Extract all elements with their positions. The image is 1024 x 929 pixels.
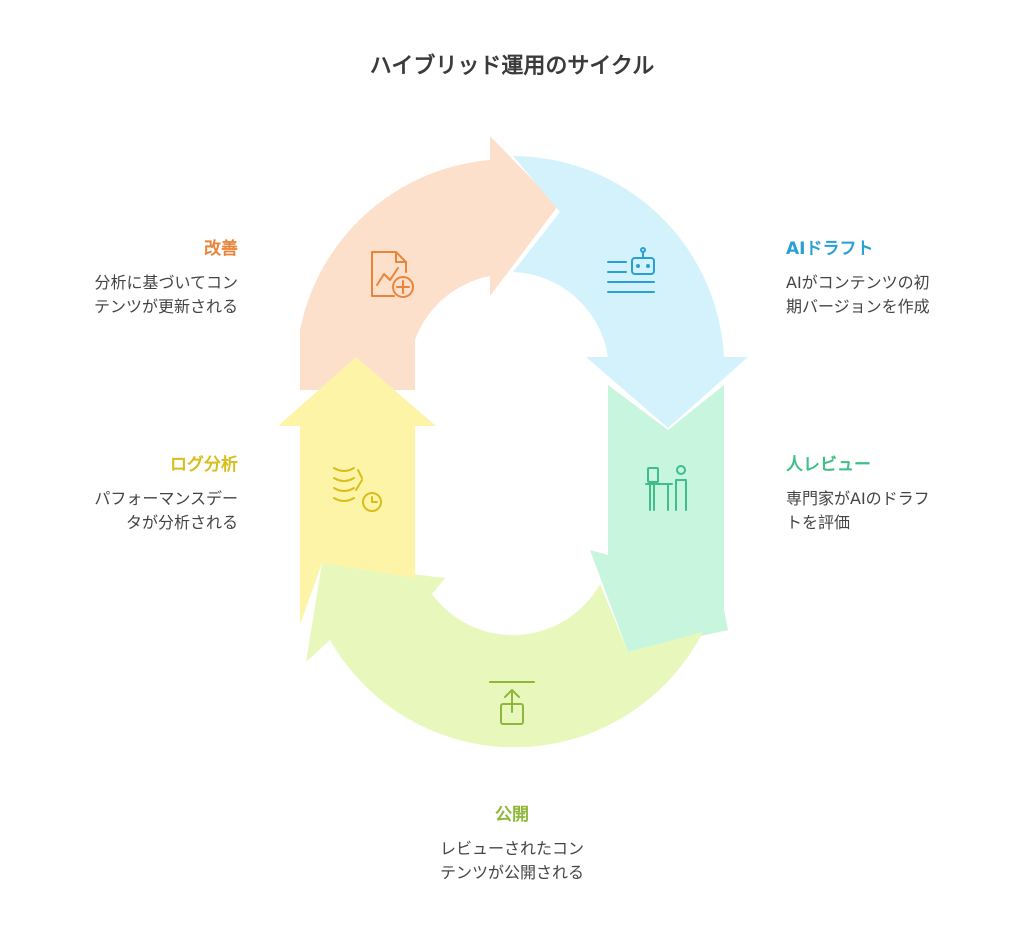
segment-log-analysis bbox=[278, 357, 436, 625]
segment-improve bbox=[300, 136, 558, 390]
label-log-analysis: ログ分析 パフォーマンスデー タが分析される bbox=[30, 450, 238, 535]
label-improve: 改善 分析に基づいてコン テンツが更新される bbox=[30, 234, 238, 319]
segment-human-review bbox=[590, 385, 728, 652]
improve-title: 改善 bbox=[204, 239, 238, 259]
improve-desc-2: テンツが更新される bbox=[93, 297, 238, 316]
data-analysis-icon bbox=[333, 467, 382, 512]
review-desk-icon bbox=[645, 465, 687, 511]
human-review-desc-2: トを評価 bbox=[786, 513, 851, 532]
ai-draft-title: AIドラフト bbox=[786, 239, 874, 259]
label-publish: 公開 レビューされたコン テンツが公開される bbox=[392, 800, 632, 885]
publish-title: 公開 bbox=[495, 805, 529, 825]
ai-draft-desc-2: 期バージョンを作成 bbox=[786, 297, 930, 316]
log-analysis-title: ログ分析 bbox=[170, 455, 238, 475]
segment-publish bbox=[306, 563, 703, 748]
upload-icon bbox=[489, 681, 535, 725]
log-analysis-desc-2: タが分析される bbox=[125, 513, 238, 532]
log-analysis-desc-1: パフォーマンスデー bbox=[94, 489, 238, 508]
page-title: ハイブリッド運用のサイクル bbox=[369, 54, 655, 79]
ai-draft-desc-1: AIがコンテンツの初 bbox=[786, 273, 930, 292]
improve-desc-1: 分析に基づいてコン bbox=[94, 273, 238, 292]
document-chart-add-icon bbox=[371, 251, 414, 298]
human-review-desc-1: 専門家がAIのドラフ bbox=[786, 489, 930, 508]
publish-desc-1: レビューされたコン bbox=[439, 839, 584, 858]
publish-desc-2: テンツが公開される bbox=[439, 863, 584, 882]
label-human-review: 人レビュー 専門家がAIのドラフ トを評価 bbox=[786, 450, 996, 535]
label-ai-draft: AIドラフト AIがコンテンツの初 期バージョンを作成 bbox=[786, 234, 996, 319]
ai-robot-icon bbox=[607, 247, 655, 293]
human-review-title: 人レビュー bbox=[786, 455, 871, 475]
